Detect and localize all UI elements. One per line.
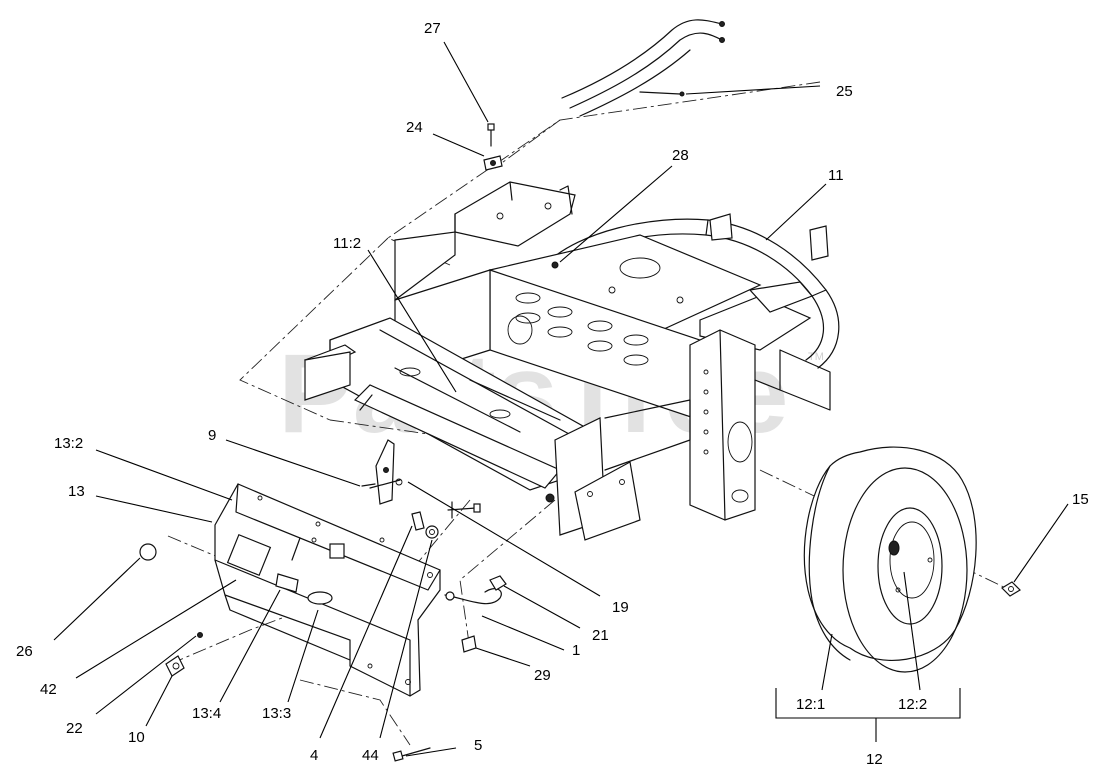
callout-27: 27 (424, 20, 441, 37)
cable-assembly (561, 19, 725, 117)
callout-25: 25 (836, 83, 853, 100)
callout-11-2: 11:2 (333, 235, 361, 252)
callout-28: 28 (672, 147, 689, 164)
control-panel-13 (214, 483, 441, 697)
callout-29: 29 (534, 667, 551, 684)
callout-22: 22 (66, 720, 83, 737)
callout-12-2: 12:2 (898, 696, 927, 713)
leader-lines (53, 41, 1069, 757)
callout-15: 15 (1072, 491, 1089, 508)
callout-11: 11 (828, 167, 844, 184)
watermark-trademark: TM (808, 351, 824, 363)
callout-9: 9 (208, 427, 216, 444)
wheel-assembly-12 (803, 446, 977, 673)
callout-26: 26 (16, 643, 33, 660)
main-frame (303, 213, 840, 541)
bolt-19 (447, 501, 481, 519)
callout-labels: 27 25 24 28 11 11:2 9 13:2 13 26 42 22 1… (16, 20, 1089, 768)
pivot-bracket-9 (361, 439, 403, 505)
callout-21: 21 (592, 627, 609, 644)
callout-13: 13 (68, 483, 85, 500)
small-hardware (139, 511, 1021, 762)
bracket-24 (483, 123, 503, 171)
callout-42: 42 (40, 681, 57, 698)
callout-13-2: 13:2 (54, 435, 83, 452)
upper-mount-plate (454, 181, 576, 247)
callout-5: 5 (474, 737, 482, 754)
callout-12-1: 12:1 (796, 696, 825, 713)
callout-44: 44 (362, 747, 379, 764)
callout-13-4: 13:4 (192, 705, 221, 722)
callout-12: 12 (866, 751, 883, 768)
callout-24: 24 (406, 119, 423, 136)
callout-10: 10 (128, 729, 145, 746)
knob-26 (139, 543, 157, 561)
callout-1: 1 (572, 642, 580, 659)
callout-19: 19 (612, 599, 629, 616)
callout-4: 4 (310, 747, 318, 764)
callout-13-3: 13:3 (262, 705, 291, 722)
